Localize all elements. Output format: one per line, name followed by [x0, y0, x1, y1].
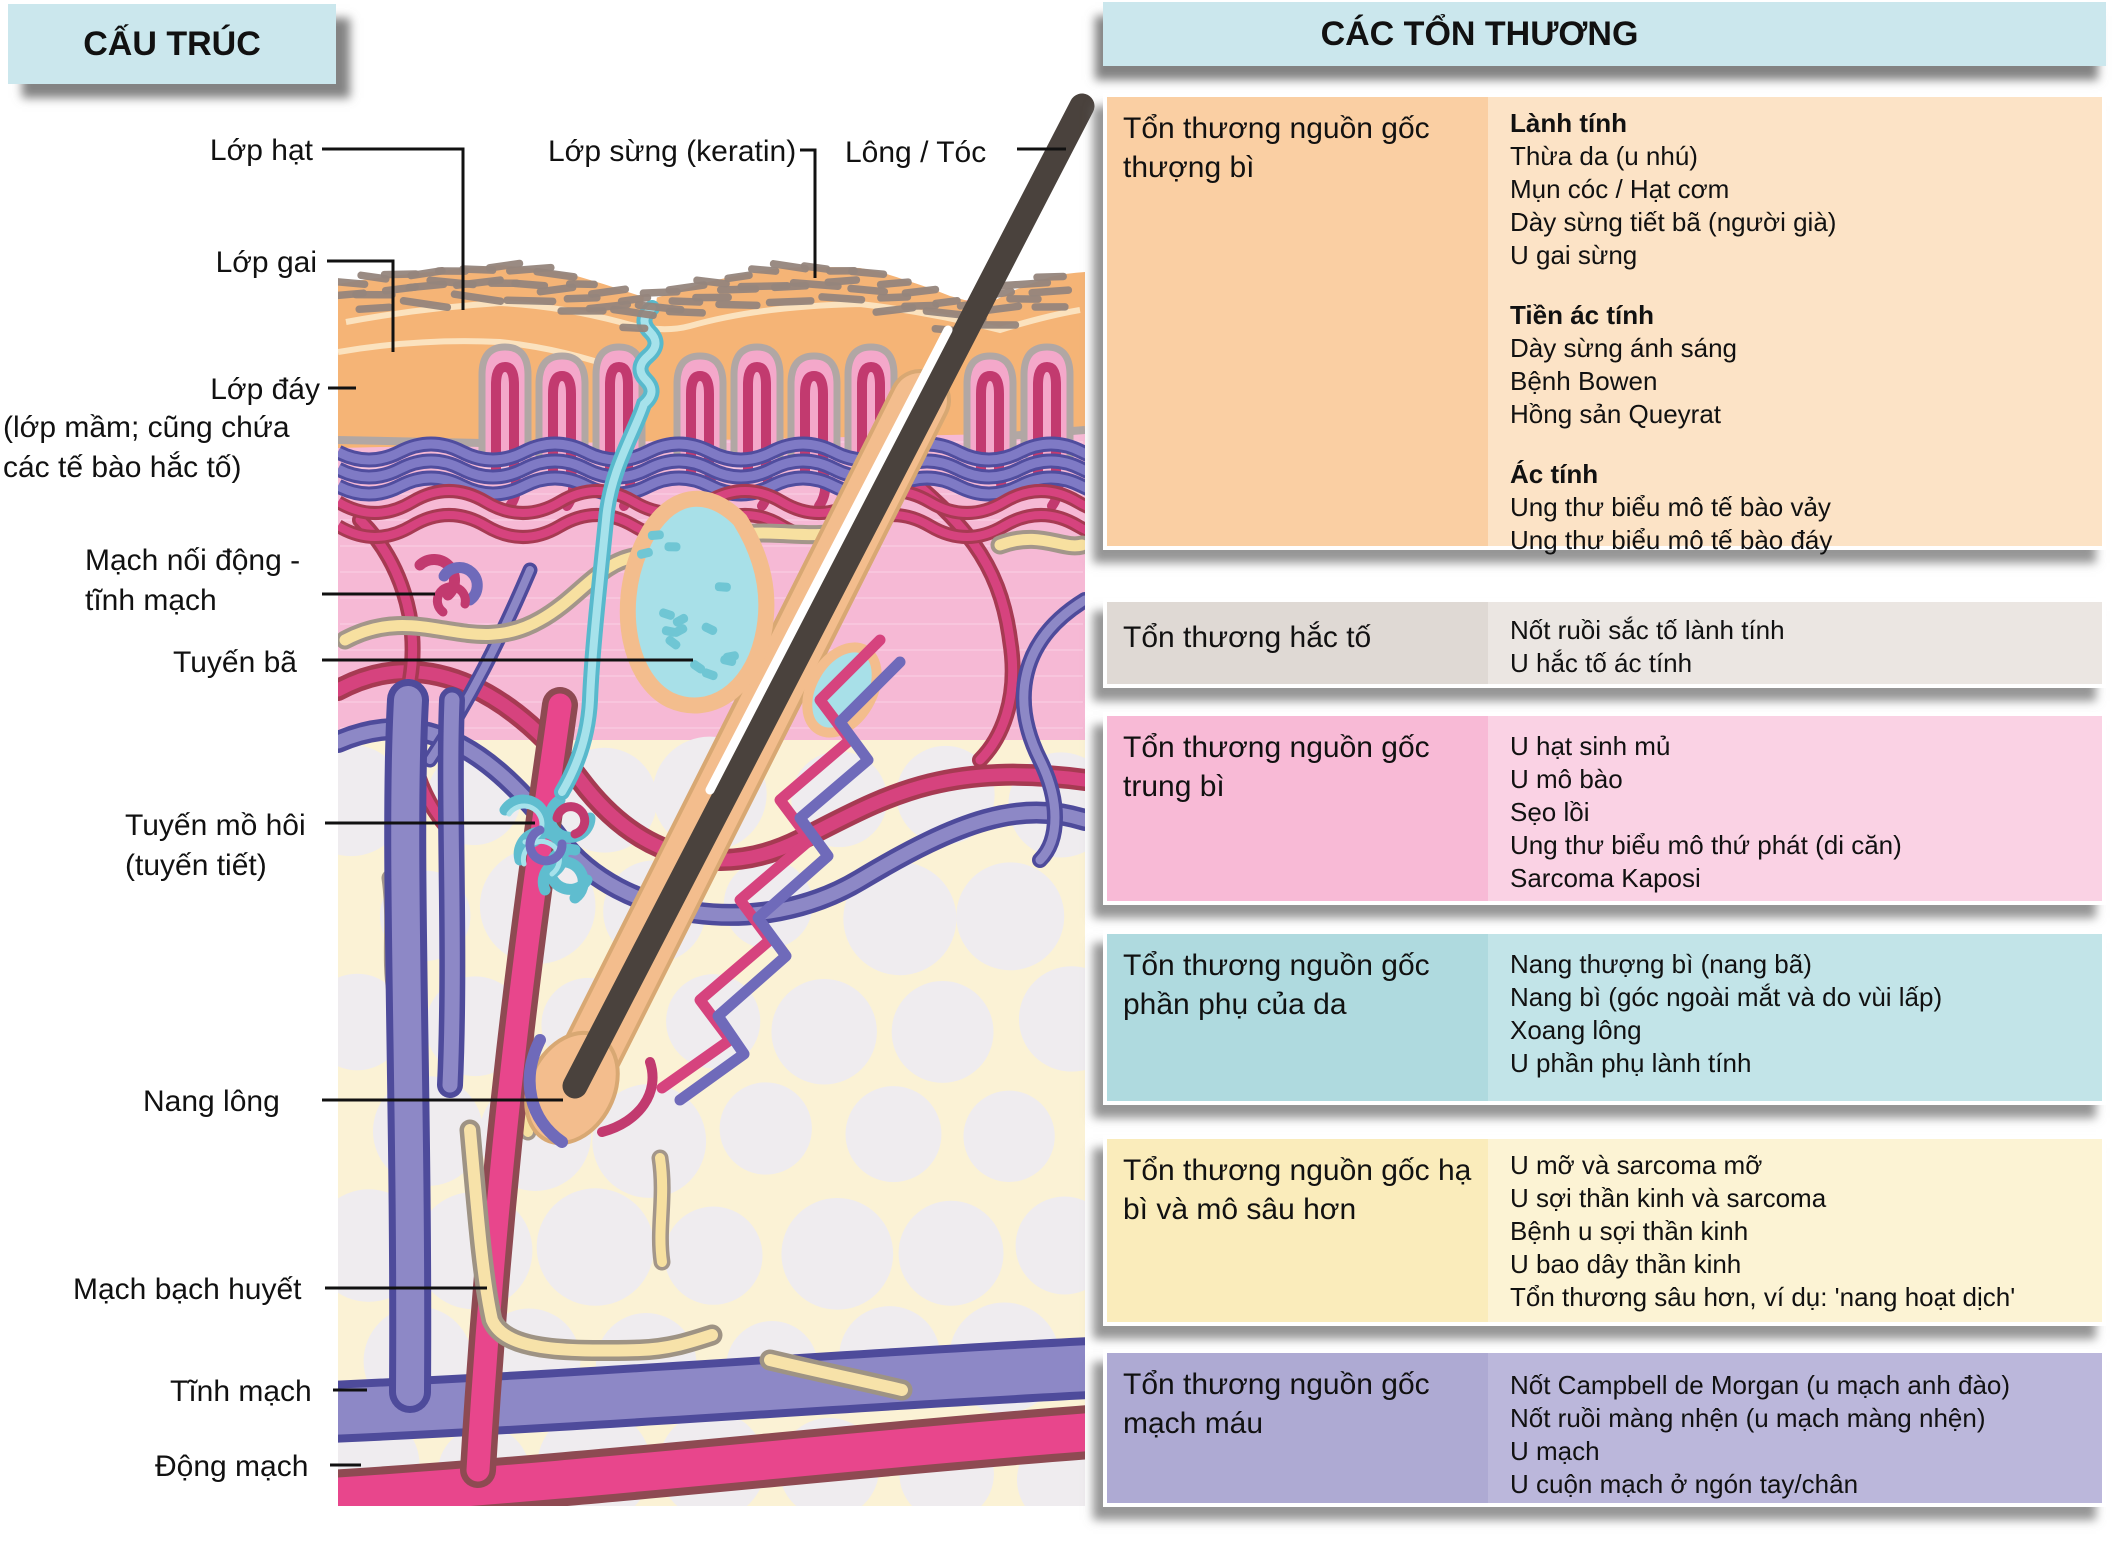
lesion-item: Mụn cóc / Hạt cơm: [1510, 174, 1730, 204]
structure-title: CẤU TRÚC: [8, 4, 336, 84]
label-basal-layer-note: (lớp mầm; cũng chứa các tế bào hắc tố): [3, 411, 290, 484]
sweat-gland-coil: [499, 794, 596, 904]
lesion-item: Tổn thương sâu hơn, ví dụ: 'nang hoạt dị…: [1510, 1282, 2016, 1312]
lesion-list: U mỡ và sarcoma mỡ U sợi thần kinh và sa…: [1488, 1139, 2102, 1322]
lesion-item: U phần phụ lành tính: [1510, 1048, 1752, 1078]
lesion-item: Ung thư biểu mô thứ phát (di căn): [1510, 830, 1902, 860]
lesion-item: U hắc tố ác tính: [1510, 648, 1693, 678]
lesion-item: Nốt ruồi màng nhện (u mạch màng nhện): [1510, 1403, 1986, 1433]
lesion-category: Tổn thương nguồn gốc thượng bì: [1123, 112, 1430, 184]
label-av-anastomosis: Mạch nối động - tĩnh mạch: [85, 544, 301, 617]
lesion-item: U bao dây thần kinh: [1510, 1249, 1742, 1279]
lesion-item: Ung thư biểu mô tế bào vảy: [1510, 492, 1831, 522]
label-hair: Lông / Tóc: [845, 136, 987, 169]
lesion-item: U cuộn mạch ở ngón tay/chân: [1510, 1469, 1859, 1499]
lesion-item: Sẹo lồi: [1510, 797, 1590, 827]
label-vein: Tĩnh mạch: [170, 1375, 312, 1408]
lesions-title: CÁC TỔN THƯƠNG: [1103, 2, 2106, 66]
label-sweat-gland: Tuyến mồ hôi (tuyến tiết): [125, 809, 306, 882]
label-hair-follicle: Nang lông: [143, 1085, 280, 1118]
lesion-category: Tổn thương hắc tố: [1123, 621, 1372, 654]
lesion-item: U mỡ và sarcoma mỡ: [1510, 1150, 1763, 1180]
lesion-category: Tổn thương nguồn gốc trung bì: [1123, 731, 1430, 803]
lesion-section-subcutis: Tổn thương nguồn gốc hạ bì và mô sâu hơn…: [1103, 1135, 2106, 1326]
label-basal-layer: Lớp đáy: [210, 373, 320, 406]
lesion-item: Nốt ruồi sắc tố lành tính: [1510, 615, 1785, 645]
lesions-title-text: CÁC TỔN THƯƠNG: [1320, 14, 1639, 53]
lesion-list: Nốt Campbell de Morgan (u mạch anh đào) …: [1488, 1353, 2102, 1503]
lesion-section-epidermal: Tổn thương nguồn gốc thượng bì Lành tính…: [1103, 93, 2106, 555]
leader-lines: [322, 147, 1066, 1467]
lesion-item: Nang thượng bì (nang bã): [1510, 949, 1812, 979]
lesion-item: Ung thư biểu mô tế bào đáy: [1510, 525, 1833, 555]
structure-title-text: CẤU TRÚC: [83, 24, 261, 63]
lesion-item: Thừa da (u nhú): [1510, 141, 1698, 171]
av-anastomosis: [414, 554, 483, 617]
lesion-list: Nốt ruồi sắc tố lành tính U hắc tố ác tí…: [1488, 602, 2102, 684]
lesion-category: Tổn thương nguồn gốc mạch máu: [1123, 1368, 1430, 1440]
lesion-item: U hạt sinh mủ: [1510, 731, 1671, 761]
lesion-item: Dày sừng tiết bã (người già): [1510, 207, 1837, 237]
lesion-item: Bệnh Bowen: [1510, 366, 1658, 396]
lesion-list: Lành tính Thừa da (u nhú) Mụn cóc / Hạt …: [1488, 97, 2102, 555]
label-lymph-vessel: Mạch bạch huyết: [73, 1273, 302, 1306]
lesion-item: Bệnh u sợi thần kinh: [1510, 1216, 1749, 1246]
lesion-section-appendageal: Tổn thương nguồn gốc phần phụ của da Nan…: [1103, 930, 2106, 1105]
lesion-category: Tổn thương nguồn gốc hạ bì và mô sâu hơn: [1123, 1154, 1472, 1226]
lesion-section-melanocytic: Tổn thương hắc tố Nốt ruồi sắc tố lành t…: [1103, 598, 2106, 688]
lesion-item: U mô bào: [1510, 764, 1623, 794]
lesion-item: Nốt Campbell de Morgan (u mạch anh đào): [1510, 1370, 2011, 1400]
lesion-item: Nang bì (góc ngoài mắt và do vùi lấp): [1510, 982, 1943, 1012]
label-granular-layer: Lớp hạt: [209, 134, 313, 167]
hair-shaft: [562, 93, 1095, 1099]
lesion-list: U hạt sinh mủ U mô bào Sẹo lồi Ung thư b…: [1488, 716, 2102, 901]
lesion-item: U gai sừng: [1510, 240, 1638, 270]
lesion-item: Xoang lông: [1510, 1015, 1642, 1045]
lesion-section-dermal: Tổn thương nguồn gốc trung bì U hạt sinh…: [1103, 712, 2106, 905]
lesion-category: Tổn thương nguồn gốc phần phụ của da: [1123, 949, 1430, 1021]
lesion-item: U sợi thần kinh và sarcoma: [1510, 1183, 1827, 1213]
label-keratin-layer: Lớp sừng (keratin): [548, 135, 797, 168]
lesion-item: Dày sừng ánh sáng: [1510, 333, 1737, 363]
deep-vascular-bed: [338, 679, 1085, 1506]
lesion-item: U mạch: [1510, 1436, 1600, 1466]
sweat-gland: [499, 300, 664, 904]
lesion-subhead: Lành tính: [1510, 108, 1627, 138]
lesion-subhead: Ác tính: [1510, 459, 1599, 489]
label-artery: Động mạch: [155, 1450, 309, 1483]
sebaceous-gland: [619, 490, 775, 714]
lesion-section-vascular: Tổn thương nguồn gốc mạch máu Nốt Campbe…: [1103, 1349, 2106, 1507]
lesion-subhead: Tiền ác tính: [1510, 300, 1654, 330]
label-spinous-layer: Lớp gai: [215, 246, 317, 279]
lesion-item: Sarcoma Kaposi: [1510, 863, 1701, 893]
lesion-item: Hồng sản Queyrat: [1510, 399, 1722, 429]
lesion-list: Nang thượng bì (nang bã) Nang bì (góc ng…: [1488, 934, 2102, 1101]
label-sebaceous-gland: Tuyến bã: [173, 646, 297, 679]
